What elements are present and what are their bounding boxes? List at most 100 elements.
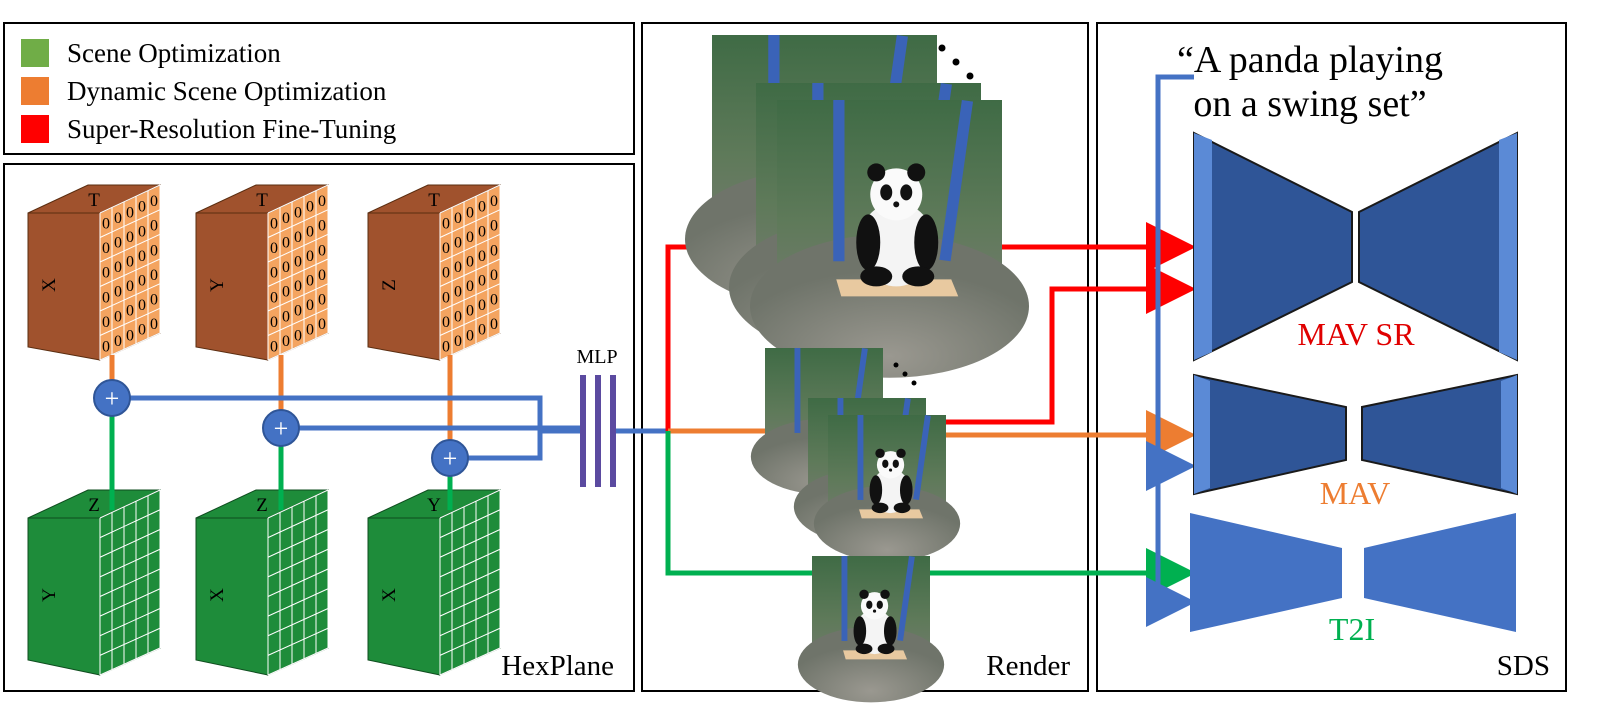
mav-model: MAV [1193, 373, 1518, 511]
plane-cell-value: 0 [294, 278, 302, 295]
plane-cell-value: 0 [114, 333, 122, 350]
plane-cell-value: 0 [138, 322, 146, 339]
plus-node: + [93, 379, 131, 417]
plane-cell-value: 0 [270, 314, 278, 331]
prompt-line-1: “A panda playing [1177, 39, 1443, 81]
plane-cell-value: 0 [306, 273, 314, 290]
plane-cell-value: 0 [478, 199, 486, 216]
plane-cell-value: 0 [102, 216, 110, 233]
plane-cell-value: 0 [454, 284, 462, 301]
plane-cell-value: 0 [102, 314, 110, 331]
plane-side-label: Y [39, 588, 60, 602]
plane-side-label: X [207, 588, 228, 602]
plane-cell-value: 0 [454, 210, 462, 227]
plane-cell-value: 0 [126, 303, 134, 320]
plane-cell-value: 0 [318, 218, 326, 235]
plane-cell-value: 0 [294, 204, 302, 221]
plane-cell-value: 0 [126, 204, 134, 221]
plane-cell-value: 0 [442, 240, 450, 257]
svg-text:+: + [443, 444, 458, 473]
plane-cell-value: 0 [454, 259, 462, 276]
text-conditioning-line [1146, 74, 1196, 627]
plane-cell-value: 0 [466, 303, 474, 320]
plane-cell-value: 0 [490, 292, 498, 309]
plane-top-label: Y [427, 495, 441, 516]
plane-cell-value: 0 [478, 273, 486, 290]
plane-cell-value: 0 [490, 316, 498, 333]
mlp-label: MLP [576, 346, 617, 368]
render-frame [813, 415, 961, 562]
plane-side-label: X [379, 588, 400, 602]
plane-cell-value: 0 [478, 322, 486, 339]
plane-cell-value: 0 [150, 316, 158, 333]
mav-sr-label: MAV SR [1297, 316, 1415, 352]
plane-cell-value: 0 [294, 303, 302, 320]
plane-cell-value: 0 [490, 218, 498, 235]
plane-cell-value: 0 [114, 259, 122, 276]
plane-cell-value: 0 [478, 297, 486, 314]
plane-cell-value: 0 [270, 339, 278, 356]
plane-cell-value: 0 [114, 235, 122, 252]
plane-cell-value: 0 [306, 322, 314, 339]
plane-cell-value: 0 [126, 327, 134, 344]
legend-item-superres: Super-Resolution Fine-Tuning [21, 114, 396, 144]
render-stack-medium [750, 348, 961, 562]
spatial-feature-plane: YX [367, 489, 501, 676]
plane-cell-value: 0 [442, 265, 450, 282]
sds-input-arrows [930, 222, 1196, 598]
legend-swatch-red [21, 115, 49, 143]
plane-cell-value: 0 [294, 254, 302, 271]
plane-cell-value: 0 [150, 193, 158, 210]
plane-cell-value: 0 [102, 339, 110, 356]
render-frame [750, 100, 1029, 378]
plane-cell-value: 0 [294, 327, 302, 344]
legend-item-dynamic: Dynamic Scene Optimization [21, 76, 386, 106]
svg-text:+: + [274, 414, 289, 443]
plane-cell-value: 0 [318, 316, 326, 333]
mav-label: MAV [1320, 475, 1391, 511]
text-prompt: “A panda playing on a swing set” [1120, 38, 1500, 126]
plane-cell-value: 0 [270, 265, 278, 282]
plane-cell-value: 0 [318, 292, 326, 309]
plane-cell-value: 0 [282, 235, 290, 252]
render-single-view [797, 556, 945, 703]
plane-cell-value: 0 [282, 333, 290, 350]
plane-cell-value: 0 [466, 327, 474, 344]
plane-cell-value: 0 [454, 308, 462, 325]
mlp-block: MLP [576, 346, 618, 487]
plane-cell-value: 0 [454, 235, 462, 252]
plane-cell-value: 0 [282, 210, 290, 227]
hexplane-title: HexPlane [501, 650, 614, 682]
plane-cell-value: 0 [102, 289, 110, 306]
plane-cell-value: 0 [150, 218, 158, 235]
plane-cell-value: 0 [270, 289, 278, 306]
plane-cell-value: 0 [270, 240, 278, 257]
plane-cell-value: 0 [318, 242, 326, 259]
plane-cell-value: 0 [126, 254, 134, 271]
plane-cell-value: 0 [138, 297, 146, 314]
feature-lines [130, 395, 580, 461]
legend-label: Super-Resolution Fine-Tuning [67, 113, 397, 144]
plane-cell-value: 0 [466, 278, 474, 295]
plane-cell-value: 0 [306, 248, 314, 265]
plane-side-label: Z [379, 279, 400, 291]
plane-cell-value: 0 [282, 308, 290, 325]
plane-side-label: Y [207, 278, 228, 292]
plane-cell-value: 0 [466, 229, 474, 246]
plane-cell-value: 0 [138, 248, 146, 265]
plane-cell-value: 0 [466, 254, 474, 271]
plane-cell-value: 0 [306, 297, 314, 314]
plane-cell-value: 0 [138, 199, 146, 216]
render-frame [797, 556, 945, 703]
plane-cell-value: 0 [306, 223, 314, 240]
plane-top-label: T [428, 190, 440, 211]
plane-cell-value: 0 [138, 273, 146, 290]
plane-cell-value: 0 [490, 242, 498, 259]
plane-cell-value: 0 [282, 284, 290, 301]
plane-cell-value: 0 [442, 314, 450, 331]
plane-cell-value: 0 [478, 223, 486, 240]
t2i-label: T2I [1329, 611, 1375, 647]
